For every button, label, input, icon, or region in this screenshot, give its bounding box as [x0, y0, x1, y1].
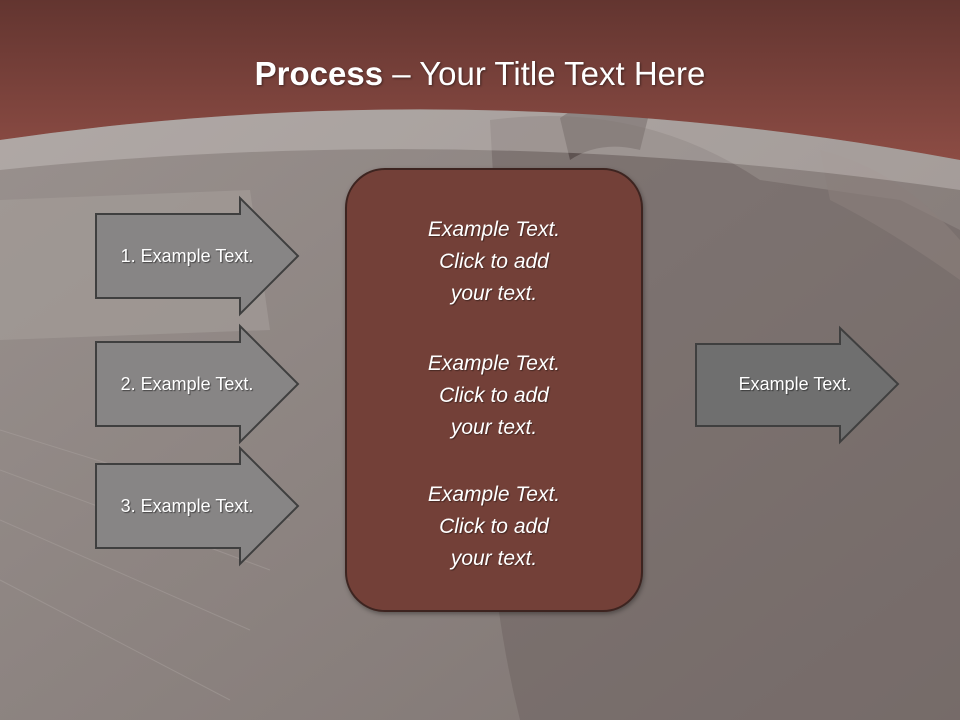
center-text-line: Example Text.	[427, 483, 561, 506]
center-text-line: your text.	[450, 416, 538, 439]
center-text-line: your text.	[450, 547, 538, 570]
arrow-3-label[interactable]: 3. Example Text.	[120, 496, 254, 516]
process-arrow-2	[95, 323, 300, 445]
center-text-line: Example Text.	[427, 352, 561, 375]
center-text-line: Click to add	[439, 250, 549, 273]
output-arrow-label[interactable]: Example Text.	[738, 374, 852, 394]
header-band	[0, 0, 960, 160]
slide-title-bold: Process	[254, 55, 384, 92]
process-arrow-1	[95, 195, 300, 317]
center-text-line: Click to add	[439, 515, 549, 538]
center-text-line: your text.	[450, 282, 538, 305]
figure-shoulder	[820, 150, 960, 280]
header-curve-highlight	[0, 109, 960, 190]
center-text-block-1[interactable]: Example Text. Click to add your text.	[347, 214, 641, 310]
center-text-line: Example Text.	[427, 218, 561, 241]
center-process-box[interactable]: Example Text. Click to add your text. Ex…	[345, 168, 643, 612]
slide-title[interactable]: Process – Your Title Text Here	[0, 52, 960, 96]
arrow-1-label[interactable]: 1. Example Text.	[120, 246, 254, 266]
arrow-2-label[interactable]: 2. Example Text.	[120, 374, 254, 394]
slide-title-rest: – Your Title Text Here	[383, 55, 706, 92]
process-arrow-3	[95, 445, 300, 567]
center-text-block-3[interactable]: Example Text. Click to add your text.	[347, 479, 641, 575]
output-arrow	[695, 325, 900, 445]
center-text-line: Click to add	[439, 384, 549, 407]
center-text-block-2[interactable]: Example Text. Click to add your text.	[347, 348, 641, 444]
